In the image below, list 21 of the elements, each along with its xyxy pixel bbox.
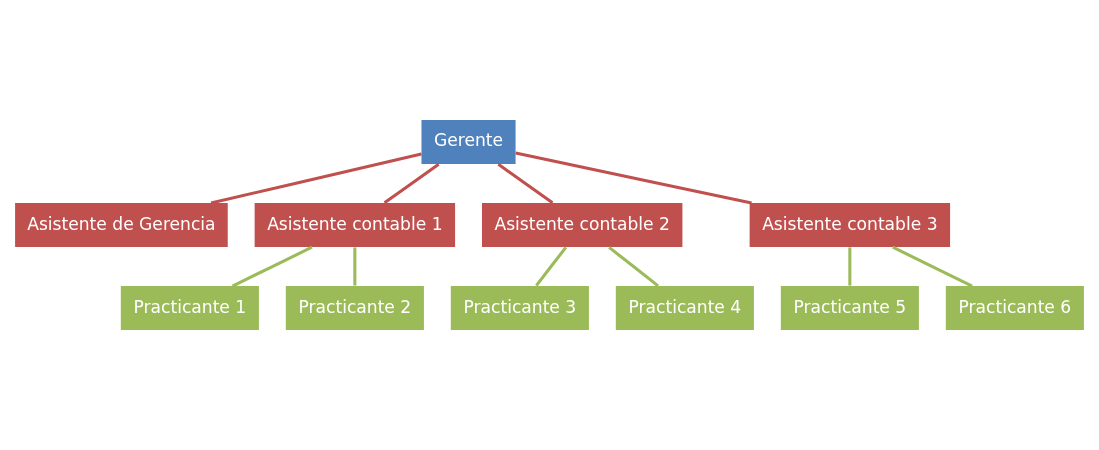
connector bbox=[892, 245, 973, 288]
connector bbox=[608, 246, 659, 288]
node-box: Asistente de Gerencia bbox=[15, 203, 228, 247]
node-box: Asistente contable 1 bbox=[254, 203, 456, 247]
connector bbox=[497, 163, 554, 204]
node-box: Gerente bbox=[421, 119, 516, 164]
node-box: Practicante 4 bbox=[615, 286, 754, 331]
connector bbox=[353, 247, 357, 286]
node-box: Asistente contable 3 bbox=[749, 203, 951, 247]
node-box: Asistente contable 2 bbox=[481, 203, 683, 247]
connector bbox=[210, 152, 422, 205]
connector bbox=[848, 247, 852, 286]
connector bbox=[383, 163, 440, 204]
node-box: Practicante 1 bbox=[120, 286, 259, 331]
connector bbox=[515, 151, 752, 205]
node-box: Practicante 2 bbox=[285, 286, 424, 331]
connector bbox=[231, 245, 313, 288]
node-box: Practicante 5 bbox=[780, 286, 919, 331]
node-box: Practicante 6 bbox=[945, 286, 1084, 331]
connector bbox=[535, 246, 568, 287]
node-box: Practicante 3 bbox=[450, 286, 589, 331]
